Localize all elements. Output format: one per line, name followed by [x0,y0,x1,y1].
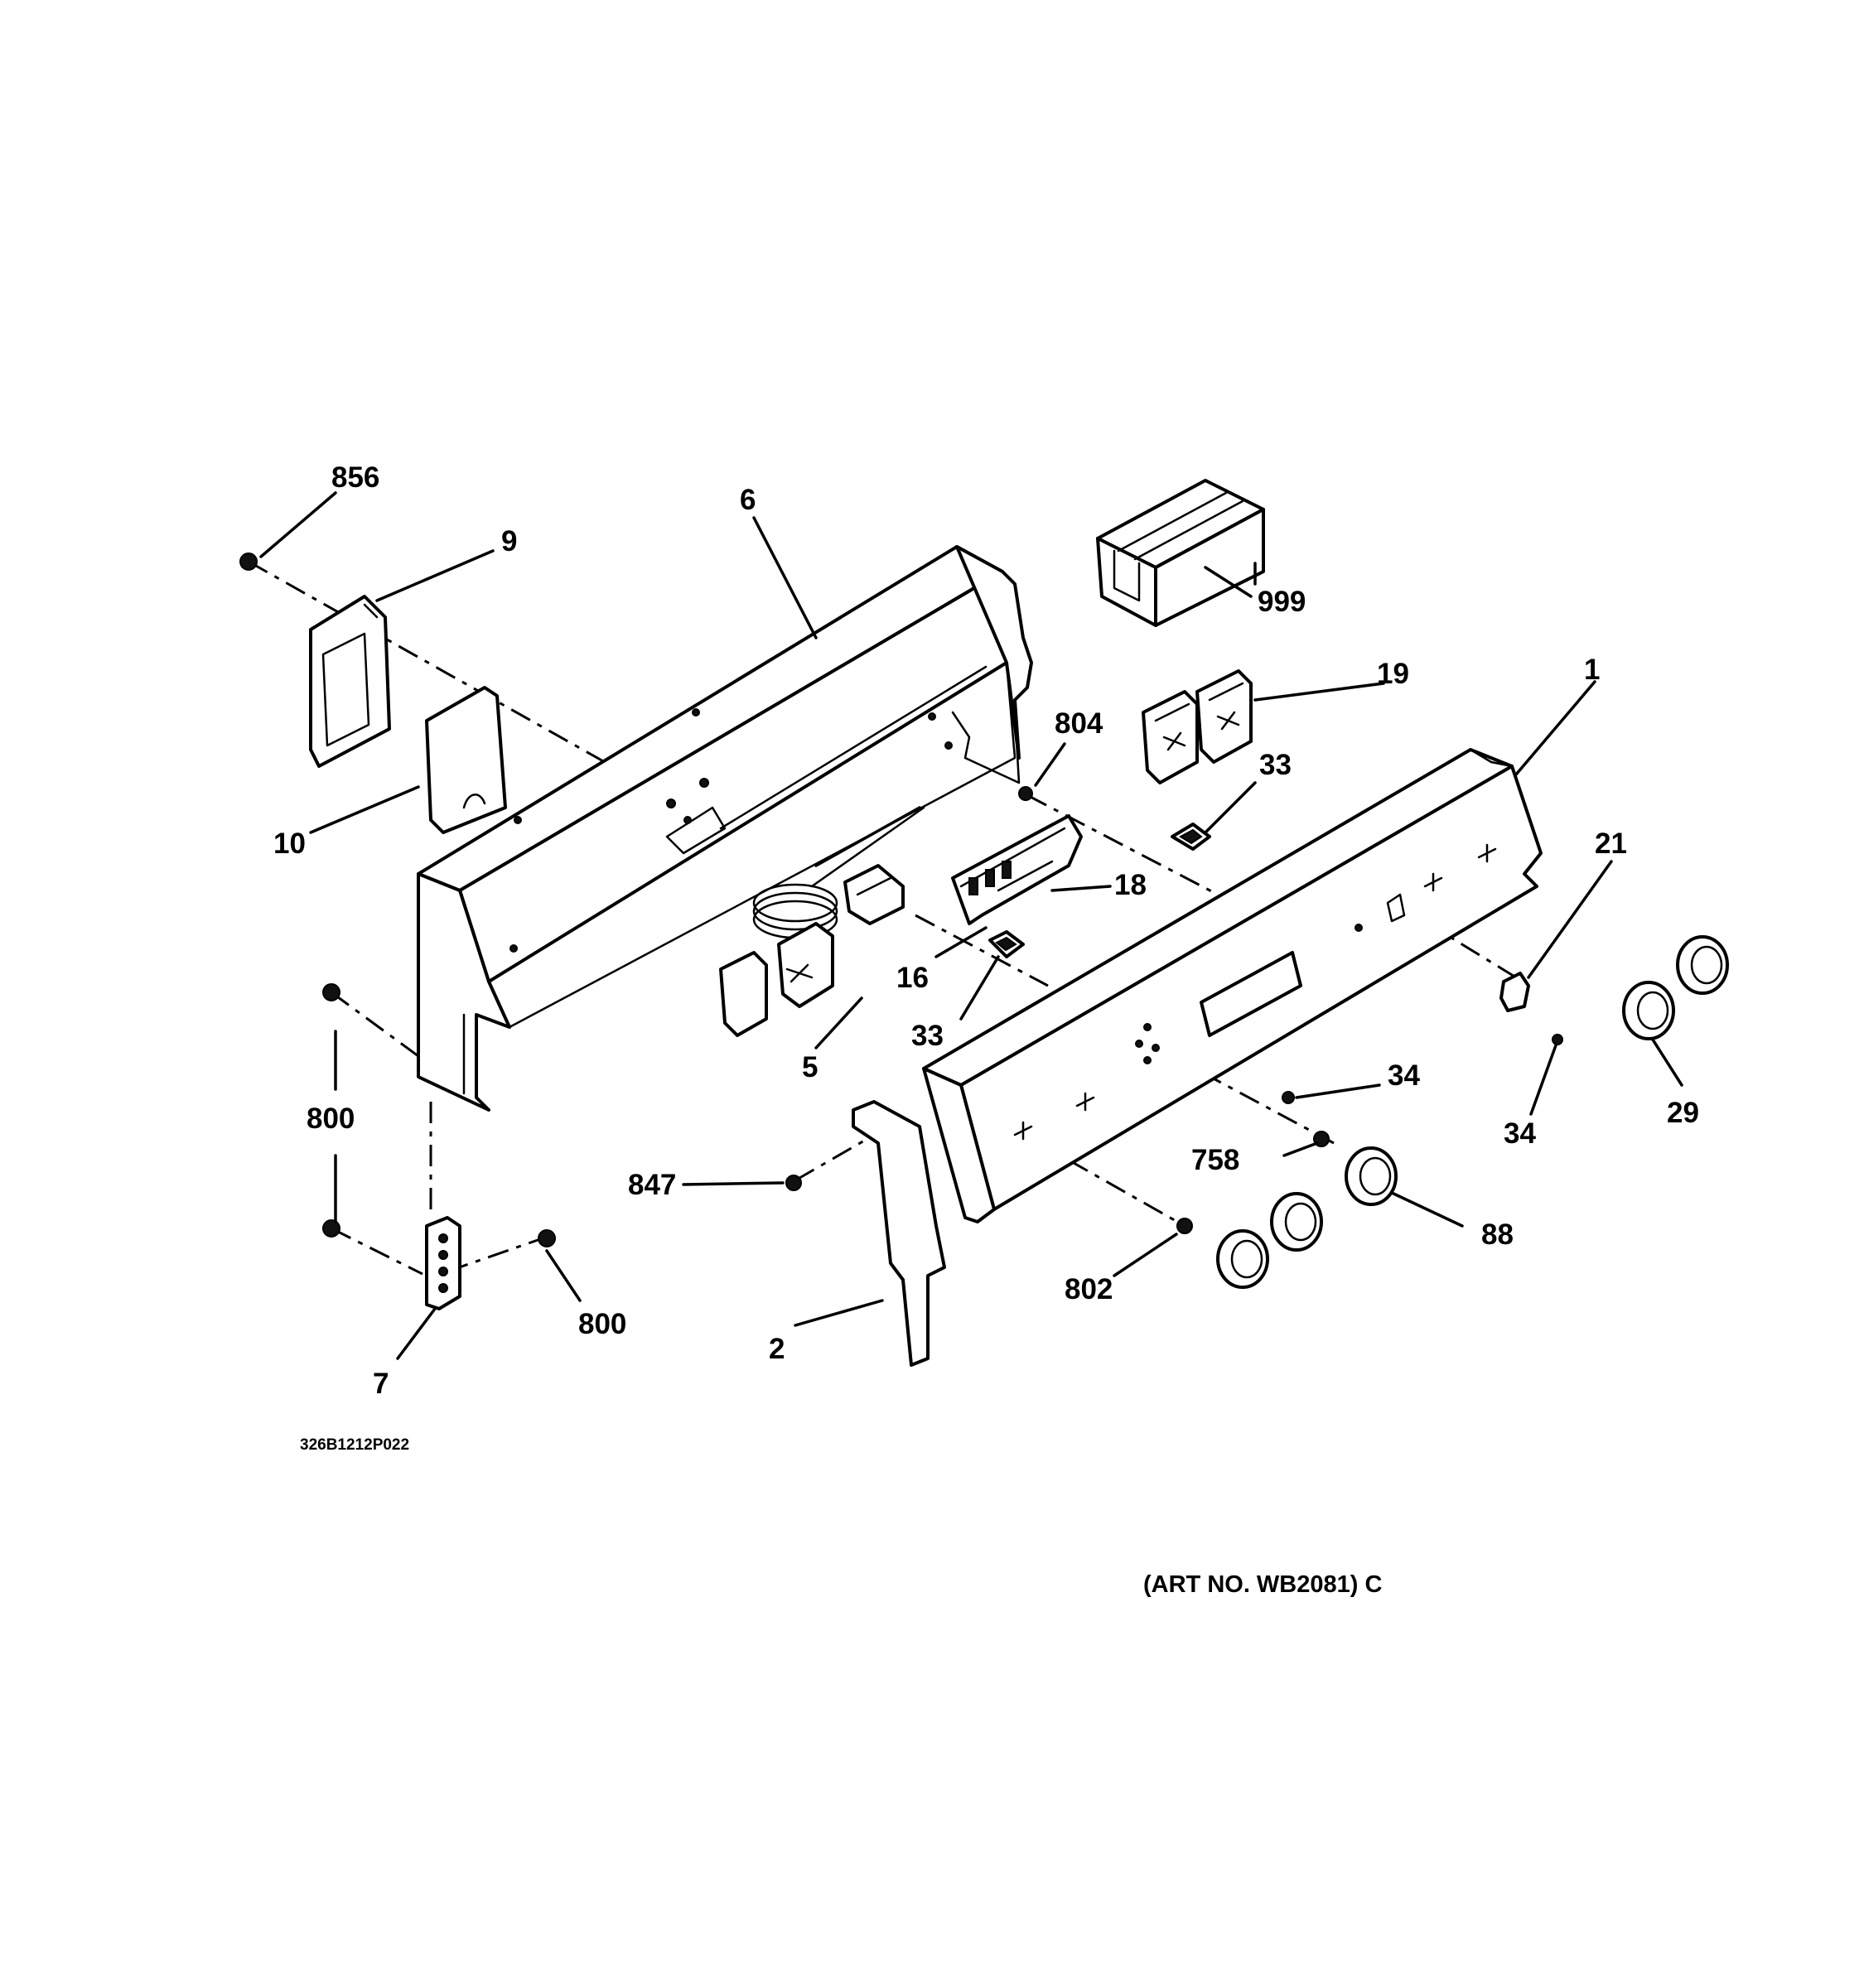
backsplash-box [417,545,1033,1112]
callout-34-right: 34 [1504,1117,1536,1150]
screws [239,552,1563,1247]
callout-labels: 856 9 6 999 19 1 804 33 10 18 21 16 33 5… [273,461,1699,1400]
callout-33-upper: 33 [1259,749,1292,781]
callout-10: 10 [273,828,306,860]
callout-7: 7 [373,1368,389,1400]
callout-18: 18 [1114,869,1147,901]
callout-5: 5 [802,1051,818,1083]
knobs-29 [1622,935,1729,1040]
knobs-88 [1216,1146,1398,1289]
leader-lines [259,491,1683,1360]
callout-800-right: 800 [578,1308,626,1340]
switches-upper [1142,669,1253,784]
bracket-9 [309,595,391,768]
callout-6: 6 [740,484,756,516]
callout-16: 16 [896,962,929,994]
callout-9: 9 [501,525,517,557]
callout-29: 29 [1667,1097,1699,1129]
switch-21 [1499,972,1530,1012]
electronic-control [951,814,1083,925]
callout-999: 999 [1258,586,1306,618]
small-switch-upper [1171,823,1211,851]
callout-847: 847 [628,1169,676,1201]
screw-804 [1018,786,1033,801]
callout-1: 1 [1584,654,1600,686]
callout-758: 758 [1191,1144,1239,1176]
bracket-10 [425,686,507,834]
callout-19: 19 [1377,658,1409,690]
callout-21: 21 [1595,828,1627,860]
callout-802: 802 [1065,1273,1113,1305]
carton [1096,479,1265,627]
small-bracket [425,1216,461,1310]
document-number: 326B1212P022 [300,1436,409,1454]
control-panel [922,748,1543,1223]
oven-sensor-and-switches [719,806,925,1037]
art-number: (ART NO. WB2081) C [1143,1571,1382,1598]
callout-2: 2 [769,1333,785,1365]
callout-88: 88 [1481,1218,1514,1251]
side-trim [852,1100,946,1367]
callout-33-lower: 33 [911,1020,944,1052]
callout-800-left: 800 [307,1103,355,1135]
callout-856: 856 [331,461,379,494]
callout-34-center: 34 [1388,1059,1420,1092]
callout-804: 804 [1055,707,1103,740]
small-switch-lower [988,930,1025,958]
